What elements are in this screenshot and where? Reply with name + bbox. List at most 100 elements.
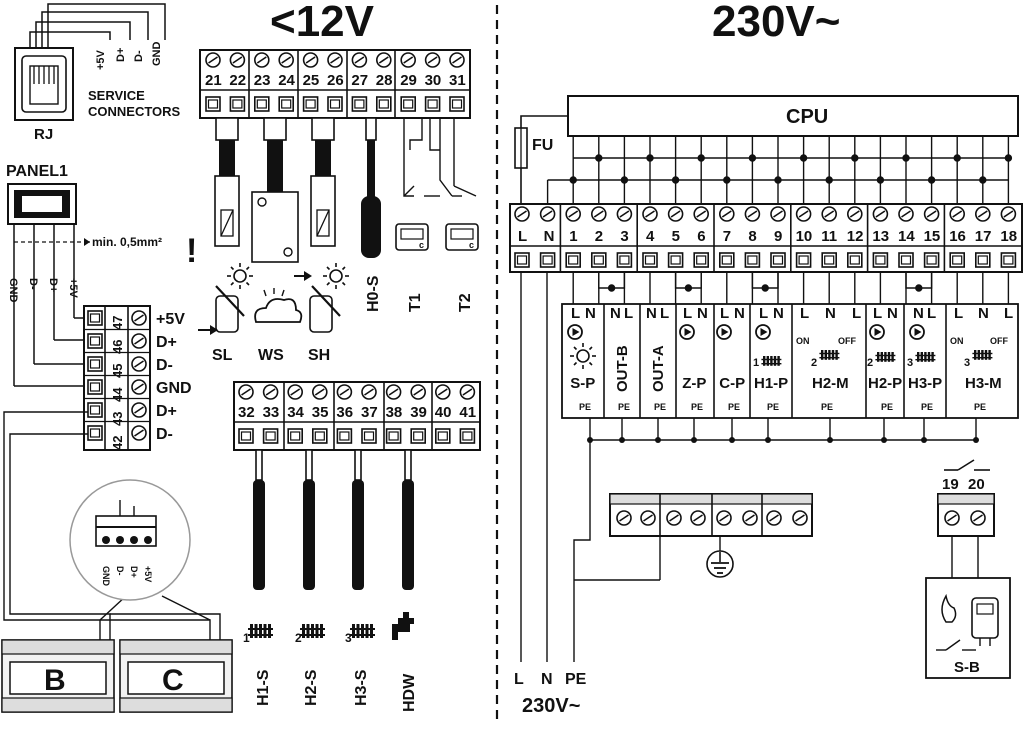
pt-screw: [846, 206, 863, 222]
lt-screw: [131, 379, 147, 395]
pt-screw: [923, 206, 940, 222]
lo-socket: [336, 428, 353, 444]
svg-text:c: c: [469, 240, 474, 250]
sensor-hdw-label: HDW: [401, 673, 418, 712]
ut-socket: [229, 96, 246, 112]
lo-screw: [434, 384, 451, 400]
sensor-t2-label: T2: [457, 293, 474, 312]
lo-socket: [385, 428, 402, 444]
sensor-h1s: [252, 449, 266, 591]
ob-index: 2: [811, 357, 817, 369]
thermostat-wires: [403, 118, 477, 197]
lo-socket: [434, 428, 451, 444]
sensor-sl: [214, 117, 240, 247]
pt-screw: [642, 206, 658, 222]
module-pin-dplus: D+: [129, 566, 139, 578]
lo-number: 33: [263, 404, 280, 421]
earth-screw: [792, 510, 808, 526]
ob-off: OFF: [990, 336, 1008, 346]
ut-socket: [278, 96, 295, 112]
lo-screw: [287, 384, 304, 400]
ob-n: N: [825, 305, 836, 322]
rj-wires: [29, 3, 166, 48]
ut-number: 26: [327, 72, 344, 89]
left-terminal-block: [83, 305, 151, 451]
pt-screw: [1000, 206, 1017, 222]
earth-screw: [766, 510, 782, 526]
lt-socket: [87, 356, 103, 372]
ut-number: 30: [425, 72, 442, 89]
switch-contact: [944, 459, 990, 471]
lo-socket: [262, 428, 279, 444]
ob-n: N: [646, 305, 657, 322]
pt-socket: [539, 252, 556, 268]
mains-voltage: 230V~: [522, 695, 580, 717]
pt-screw: [539, 206, 556, 222]
high-voltage-title: 230V~: [712, 0, 840, 46]
ob-label: H3-M: [965, 375, 1002, 392]
ut-screw: [205, 52, 221, 68]
lo-number: 36: [336, 404, 353, 421]
lt-num-43: 43: [110, 412, 125, 426]
radiator-icon: [761, 356, 782, 366]
radiator-1-index: 1: [243, 631, 250, 645]
lt-screw: [131, 356, 147, 372]
ob-l: L: [624, 305, 633, 322]
earth-screw: [716, 510, 732, 526]
lo-number: 41: [459, 404, 476, 421]
ground-icon: [706, 550, 734, 578]
pt-number: 2: [595, 228, 603, 245]
ut-number: 21: [205, 72, 222, 89]
radiator-icon: [972, 350, 993, 360]
pt-screw: [795, 206, 812, 222]
pt-socket: [949, 252, 966, 268]
pt-number: 15: [924, 228, 941, 245]
pt-socket: [898, 252, 914, 268]
module-pin-5v: +5V: [143, 566, 153, 582]
lt-screw: [131, 402, 147, 418]
sensor-ws: [251, 117, 299, 263]
pt-screw: [770, 206, 786, 222]
radiator-2-icon: [300, 624, 325, 638]
pt-screw: [898, 206, 914, 222]
svg-text:c: c: [419, 240, 424, 250]
lt-signal-dplus-1: D+: [156, 334, 177, 351]
ob-l: L: [800, 305, 809, 322]
earth-screw: [616, 510, 632, 526]
lo-number: 37: [361, 404, 378, 421]
ob-pe: PE: [728, 402, 740, 412]
switch-20: 20: [968, 476, 985, 493]
pt-socket: [923, 252, 940, 268]
ob-l: L: [571, 305, 580, 322]
panel-wire-gnd: GND: [7, 278, 19, 303]
lt-num-44: 44: [110, 387, 125, 402]
pt-number: 5: [672, 228, 680, 245]
pt-number: 10: [796, 228, 813, 245]
ob-n: N: [610, 305, 621, 322]
ob-l: L: [954, 305, 963, 322]
ob-pe: PE: [654, 402, 666, 412]
pt-screw: [872, 206, 889, 222]
pt-number: 9: [774, 228, 782, 245]
lo-number: 32: [238, 404, 255, 421]
pt-socket: [770, 252, 786, 268]
pt-number: 1: [569, 228, 577, 245]
radiator-2-index: 2: [295, 631, 302, 645]
pt-socket: [693, 252, 710, 268]
module-connector-detail: [69, 479, 191, 601]
lo-screw: [459, 384, 476, 400]
lt-socket: [87, 310, 103, 326]
pt-socket: [667, 252, 684, 268]
lo-number: 34: [287, 404, 304, 421]
ob-off: OFF: [838, 336, 856, 346]
service-label-1: SERVICE: [88, 88, 145, 103]
module-b-label: B: [44, 664, 66, 697]
pt-socket: [565, 252, 582, 268]
lt-num-42: 42: [110, 436, 125, 450]
sensor-h0s-label: H0-S: [365, 275, 382, 312]
panel-wire-dplus: D+: [47, 278, 59, 292]
lt-socket: [87, 333, 103, 349]
wire-section-note: min. 0,5mm²: [92, 235, 162, 249]
earth-screw: [690, 510, 706, 526]
ut-socket: [302, 96, 319, 112]
